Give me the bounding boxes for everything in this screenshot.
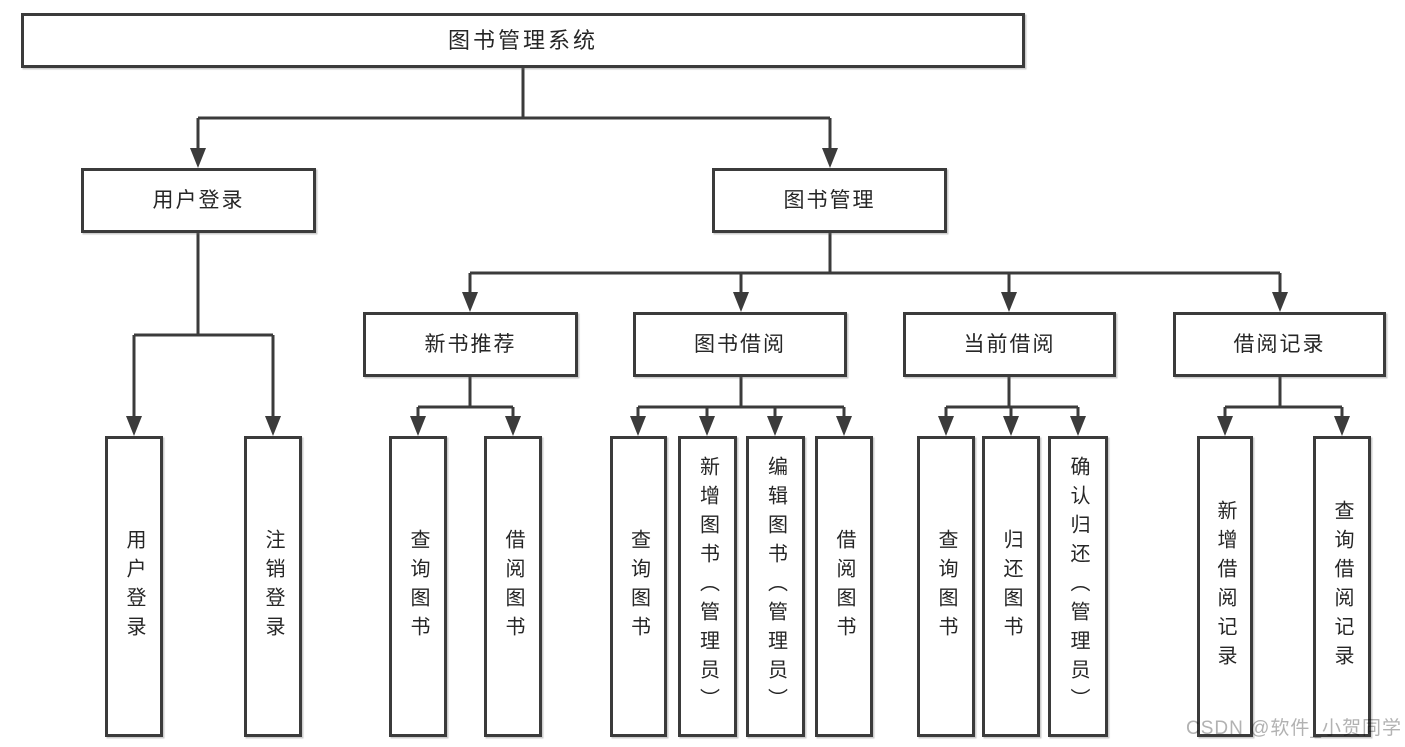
- node-root: 图书管理系统: [21, 13, 1025, 68]
- node-new-book-recommend-label: 新书推荐: [424, 333, 517, 356]
- node-user-login-branch-label: 用户登录: [152, 189, 245, 212]
- node-user-login-branch: 用户登录: [81, 168, 316, 233]
- leaf-recommend-borrow-book-label: 借阅图书: [502, 528, 524, 645]
- arrowheads: [126, 148, 1350, 436]
- node-borrow-record-label: 借阅记录: [1233, 333, 1326, 356]
- node-book-management-branch: 图书管理: [712, 168, 947, 233]
- leaf-borrow-query-book-label: 查询图书: [627, 528, 650, 645]
- leaf-borrow-borrow-book: 借阅图书: [815, 436, 873, 737]
- leaf-logout: 注销登录: [244, 436, 302, 737]
- leaf-record-query-record-label: 查询借阅记录: [1331, 499, 1353, 674]
- node-current-borrow: 当前借阅: [903, 312, 1116, 377]
- leaf-borrow-edit-book: 编辑图书（管理员）: [746, 436, 805, 737]
- leaf-current-return-book: 归还图书: [982, 436, 1040, 737]
- node-book-borrow: 图书借阅: [633, 312, 847, 377]
- leaf-recommend-query-book: 查询图书: [389, 436, 447, 737]
- node-current-borrow-label: 当前借阅: [963, 333, 1056, 356]
- leaf-borrow-edit-book-label: 编辑图书（管理员）: [764, 456, 787, 717]
- leaf-borrow-add-book-label: 新增图书（管理员）: [696, 456, 719, 717]
- leaf-borrow-query-book: 查询图书: [610, 436, 667, 737]
- node-new-book-recommend: 新书推荐: [363, 312, 578, 377]
- leaf-borrow-borrow-book-label: 借阅图书: [833, 528, 855, 645]
- leaf-logout-label: 注销登录: [262, 528, 284, 645]
- leaf-record-add-record: 新增借阅记录: [1197, 436, 1253, 737]
- leaf-recommend-query-book-label: 查询图书: [407, 528, 429, 645]
- leaf-user-login: 用户登录: [105, 436, 163, 737]
- leaf-recommend-borrow-book: 借阅图书: [484, 436, 542, 737]
- node-root-label: 图书管理系统: [447, 27, 598, 53]
- leaf-current-return-book-label: 归还图书: [1000, 528, 1022, 645]
- leaf-record-query-record: 查询借阅记录: [1313, 436, 1371, 737]
- leaf-user-login-label: 用户登录: [123, 528, 145, 645]
- leaf-current-confirm-return: 确认归还（管理员）: [1048, 436, 1108, 737]
- leaf-borrow-add-book: 新增图书（管理员）: [678, 436, 737, 737]
- node-book-management-branch-label: 图书管理: [783, 189, 876, 212]
- node-borrow-record: 借阅记录: [1173, 312, 1386, 377]
- csdn-watermark: CSDN @软件_小贺同学: [1186, 718, 1402, 739]
- node-book-borrow-label: 图书借阅: [694, 333, 786, 356]
- leaf-current-query-book: 查询图书: [917, 436, 975, 737]
- leaf-current-confirm-return-label: 确认归还（管理员）: [1067, 456, 1089, 717]
- leaf-current-query-book-label: 查询图书: [935, 528, 957, 645]
- leaf-record-add-record-label: 新增借阅记录: [1214, 499, 1236, 674]
